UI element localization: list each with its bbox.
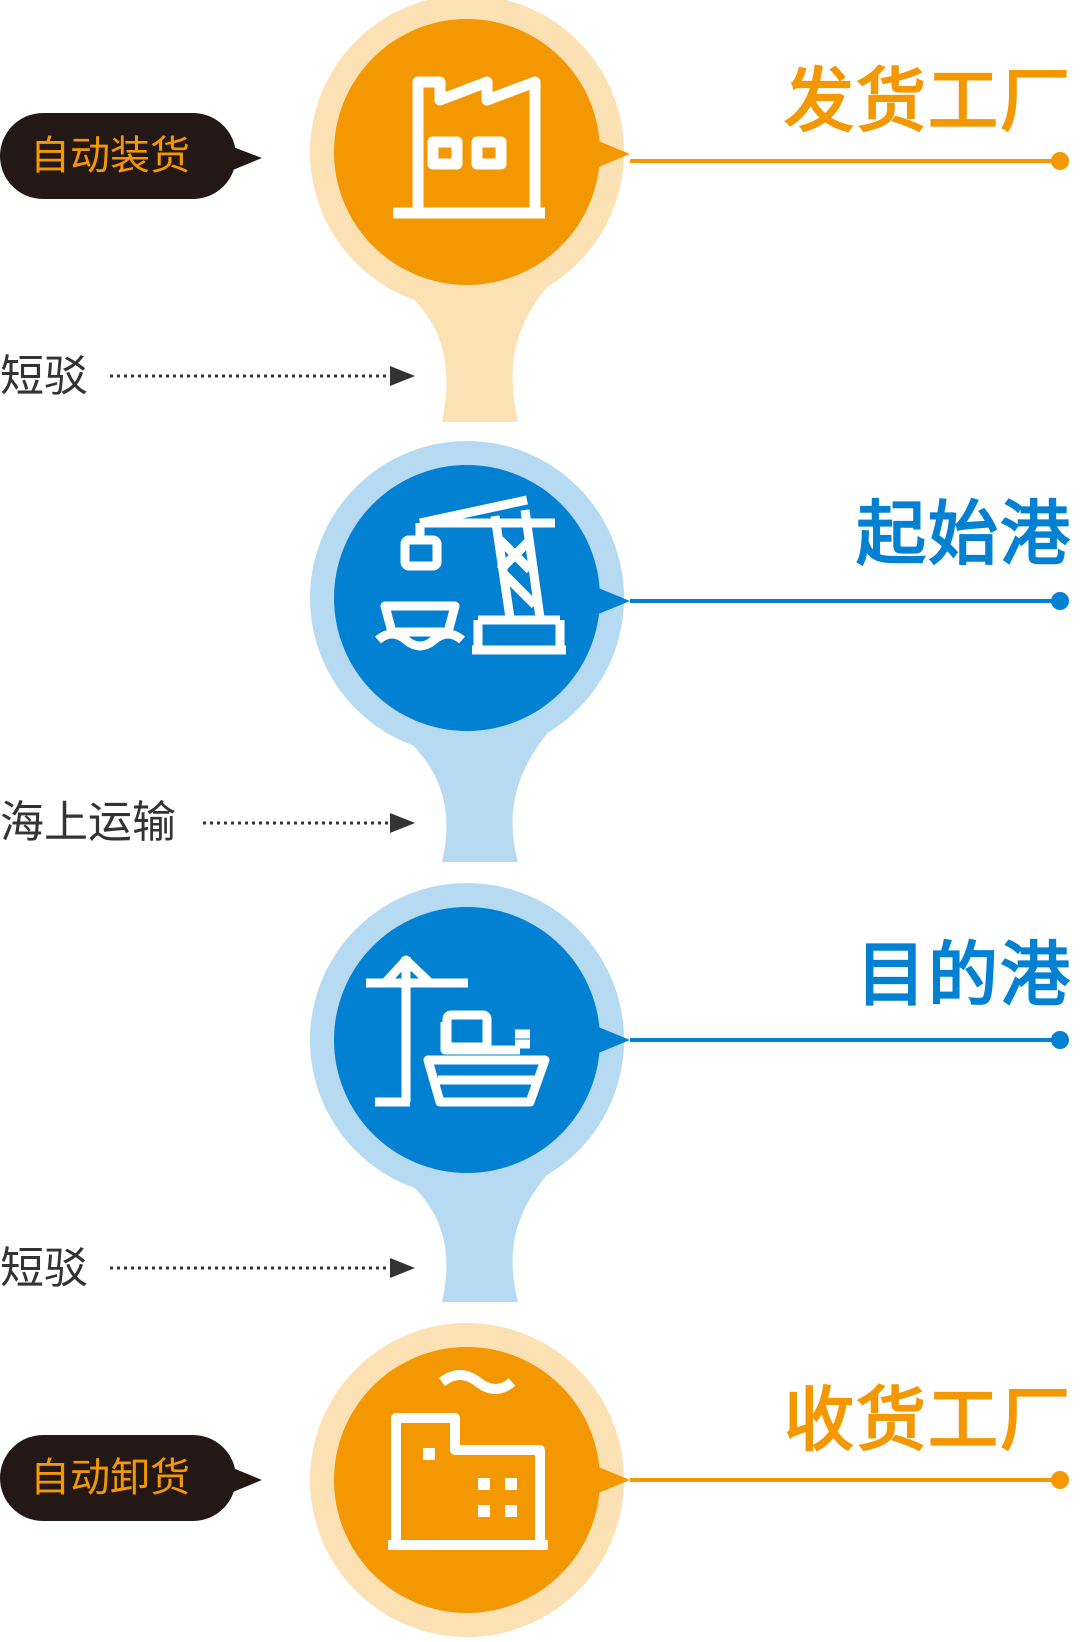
action-label-auto-load: 自动装货 <box>30 133 190 179</box>
ship-crane-icon <box>366 955 550 1107</box>
stage-shipping-factory <box>310 0 1069 422</box>
leader-end-dot <box>1051 592 1069 610</box>
receiving-factory-icon <box>388 1370 548 1550</box>
leader-end-dot <box>1051 152 1069 170</box>
pointer-triangle <box>596 1026 630 1054</box>
stage-circle <box>334 19 600 285</box>
factory-windows <box>423 1448 517 1517</box>
action-pill-auto-unload <box>0 1435 262 1521</box>
pointer-triangle <box>596 1466 630 1494</box>
leader-end-dot <box>1051 1031 1069 1049</box>
pointer-triangle <box>596 587 630 615</box>
port-crane-icon <box>375 495 566 655</box>
stage-receiving-factory <box>310 1323 1069 1637</box>
leg-arrow-3 <box>110 1258 415 1278</box>
leg-label-short-haul-2: 短驳 <box>0 1243 88 1294</box>
connector-neck <box>380 1160 560 1302</box>
stage-circle <box>334 1347 600 1613</box>
stage-title-receiving-factory: 收货工厂 <box>784 1379 1072 1461</box>
stage-destination-port <box>310 883 1069 1302</box>
leg-arrow-1 <box>110 366 415 386</box>
leg-arrow-2 <box>203 813 415 833</box>
stage-title-destination-port: 目的港 <box>856 934 1072 1016</box>
stage-circle <box>334 465 600 731</box>
connector-neck <box>380 718 560 862</box>
pointer-triangle <box>596 140 630 168</box>
stage-circle <box>334 907 600 1173</box>
action-pill-auto-load <box>0 113 262 199</box>
connector-neck <box>380 272 560 422</box>
leader-end-dot <box>1051 1471 1069 1489</box>
leg-label-short-haul-1: 短驳 <box>0 351 88 402</box>
stage-title-shipping-factory: 发货工厂 <box>784 60 1072 142</box>
action-label-auto-unload: 自动卸货 <box>30 1455 190 1501</box>
stage-title-origin-port: 起始港 <box>856 493 1072 575</box>
stage-origin-port <box>310 441 1069 862</box>
factory-icon <box>393 76 545 219</box>
leg-label-sea-transport: 海上运输 <box>0 797 176 848</box>
